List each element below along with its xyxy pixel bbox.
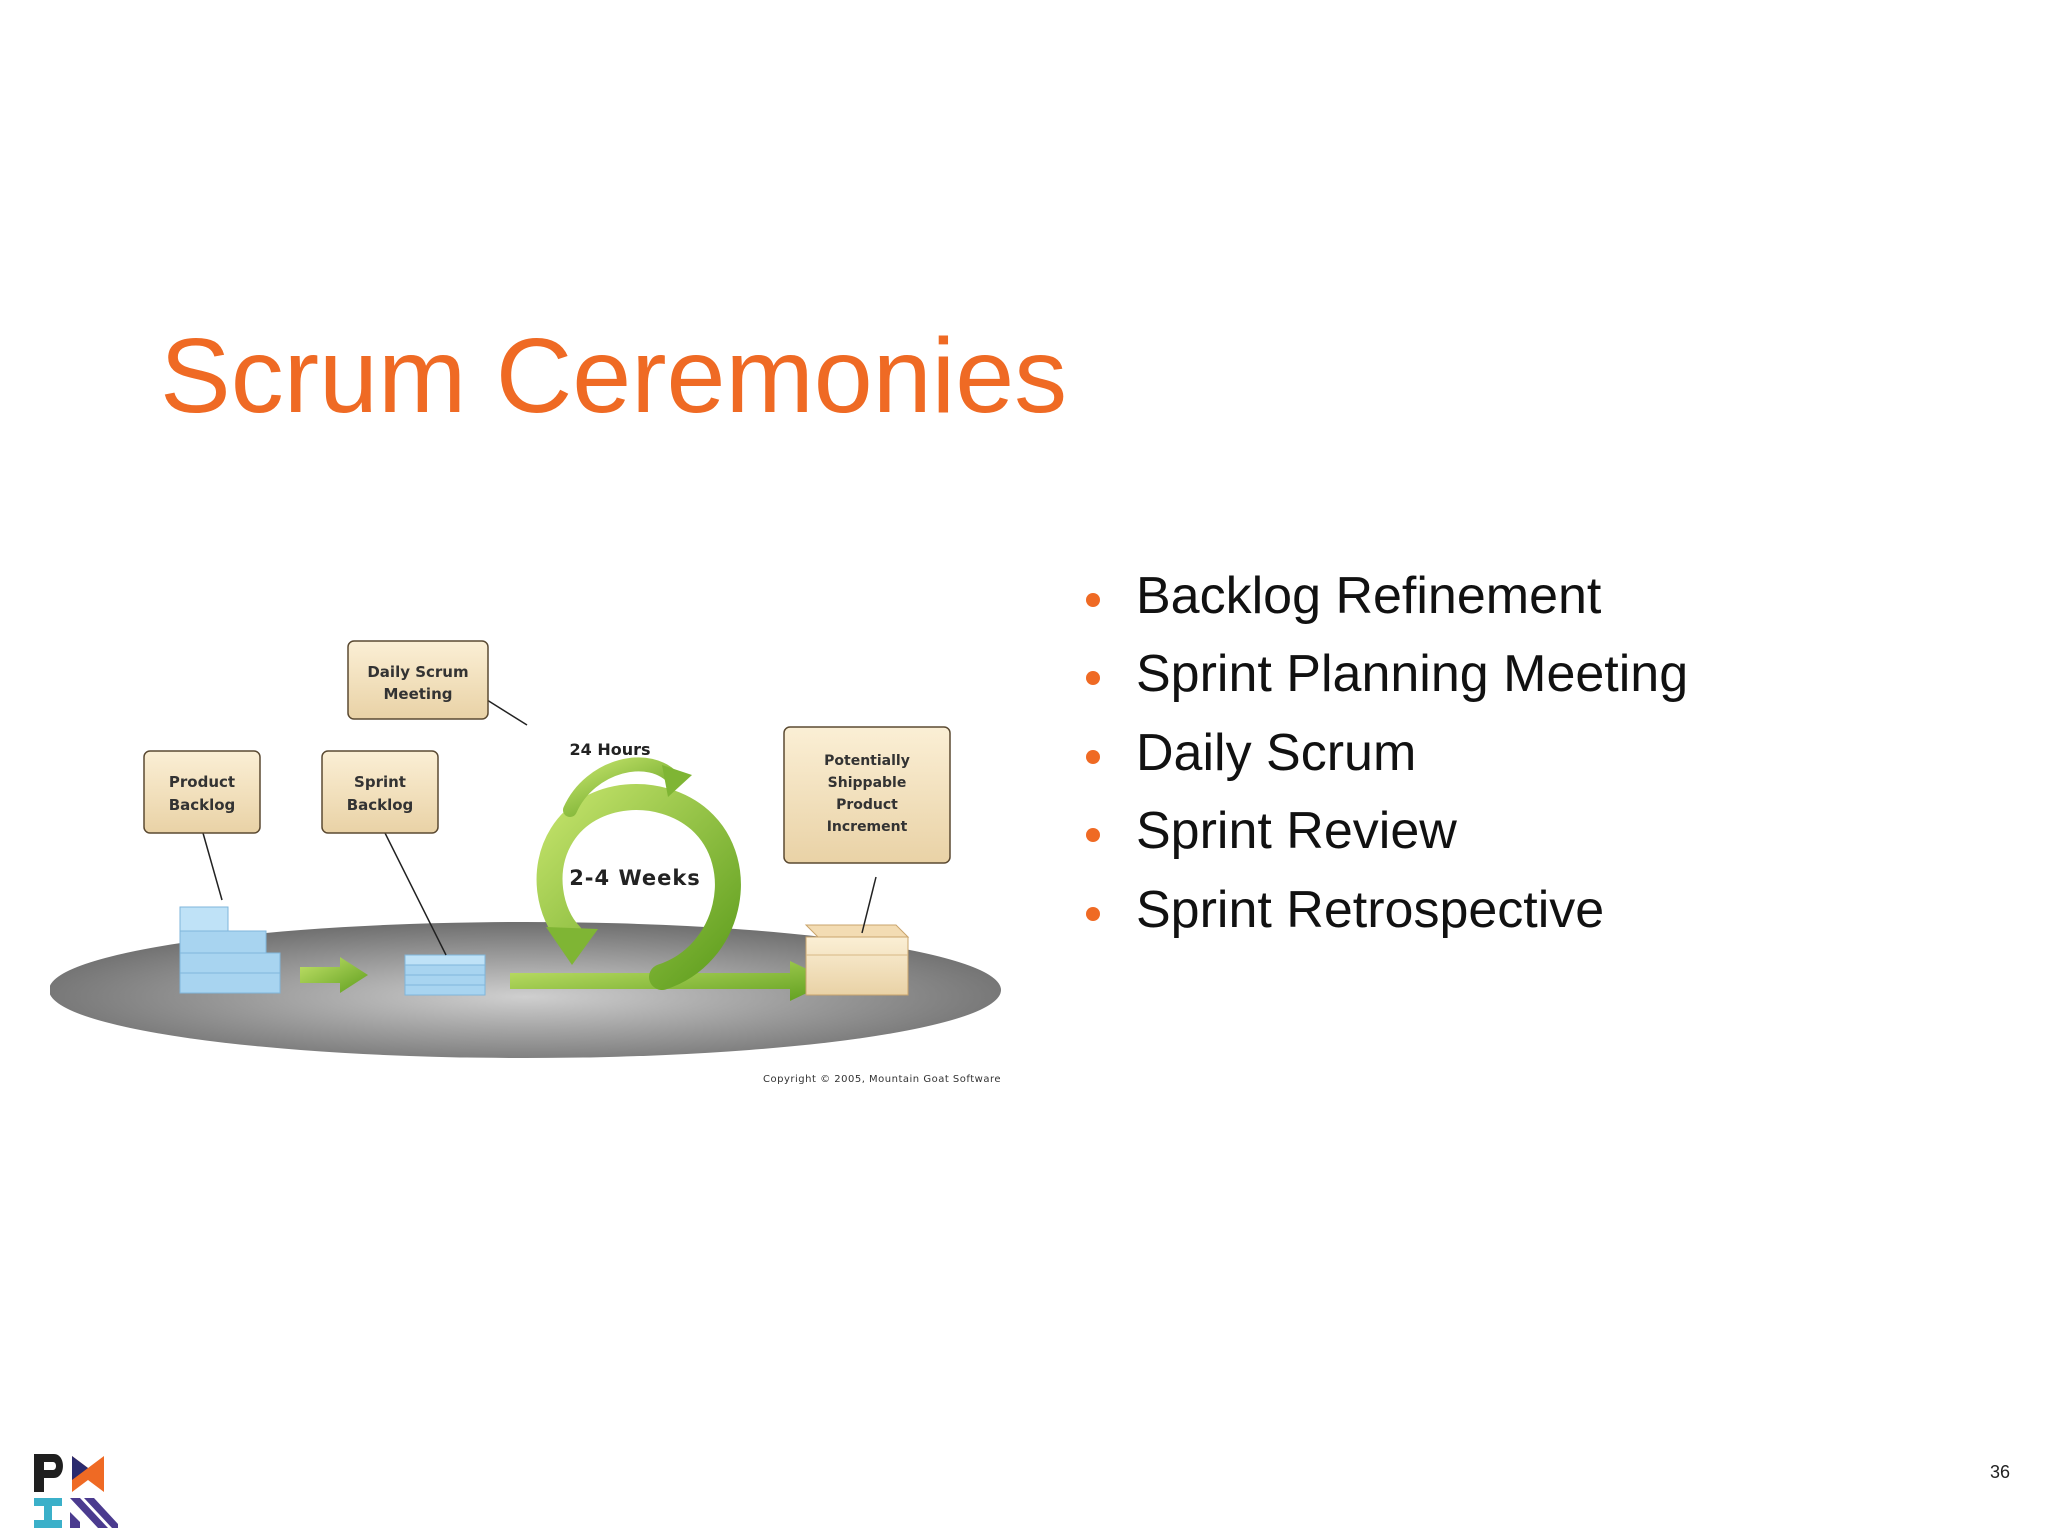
product-backlog-label: Product Backlog [143, 750, 261, 834]
hours-label: 24 Hours [569, 740, 650, 759]
weeks-label: 2-4 Weeks [569, 866, 701, 890]
increment-label: Potentially Shippable Product Increment [783, 726, 951, 864]
flow-arrow-icon [300, 957, 368, 993]
scrum-process-diagram: Daily Scrum Meeting Product Backlog Spri… [50, 640, 1001, 1085]
sprint-loop-arrow-icon [510, 757, 832, 1001]
list-item: Daily Scrum [1080, 722, 1688, 784]
sprint-backlog-label-line1: Sprint [354, 773, 406, 791]
pmi-logo [34, 1454, 118, 1528]
slide-title: Scrum Ceremonies [160, 317, 1068, 435]
bullet-dot-icon [1086, 593, 1100, 607]
sprint-backlog-label: Sprint Backlog [321, 750, 439, 834]
daily-scrum-label: Daily Scrum Meeting [347, 640, 489, 720]
daily-scrum-label-line1: Daily Scrum [367, 663, 468, 681]
increment-label-line4: Increment [827, 819, 908, 835]
list-item: Sprint Planning Meeting [1080, 643, 1688, 705]
product-backlog-stack-icon [179, 906, 281, 994]
sprint-backlog-stack-icon [404, 954, 486, 996]
daily-scrum-label-line2: Meeting [383, 685, 452, 703]
copyright-note: Copyright © 2005, Mountain Goat Software [763, 1074, 1001, 1085]
list-item-label: Sprint Planning Meeting [1136, 645, 1689, 704]
list-item: Backlog Refinement [1080, 565, 1688, 627]
bullet-dot-icon [1086, 906, 1100, 921]
sprint-backlog-label-line2: Backlog [347, 796, 414, 814]
bullet-dot-icon [1086, 671, 1100, 686]
bullet-dot-icon [1086, 749, 1100, 764]
product-backlog-label-line2: Backlog [169, 796, 236, 814]
product-backlog-label-line1: Product [169, 773, 235, 791]
callout-lines [202, 687, 877, 956]
list-item-label: Sprint Retrospective [1136, 880, 1605, 939]
increment-label-line2: Shippable [828, 775, 907, 791]
list-item-label: Backlog Refinement [1136, 567, 1602, 625]
page-number: 36 [1989, 1462, 2010, 1482]
list-item-label: Sprint Review [1136, 802, 1457, 861]
increment-label-line1: Potentially [824, 753, 910, 769]
list-item-label: Daily Scrum [1136, 723, 1417, 782]
list-item: Sprint Retrospective [1080, 879, 1688, 941]
bullet-dot-icon [1086, 828, 1100, 843]
ceremonies-list: Backlog Refinement Sprint Planning Meeti… [1080, 565, 1688, 941]
increment-box-icon [804, 924, 910, 996]
increment-label-line3: Product [836, 797, 898, 813]
platform-ellipse [50, 922, 1001, 1058]
list-item: Sprint Review [1080, 800, 1688, 862]
